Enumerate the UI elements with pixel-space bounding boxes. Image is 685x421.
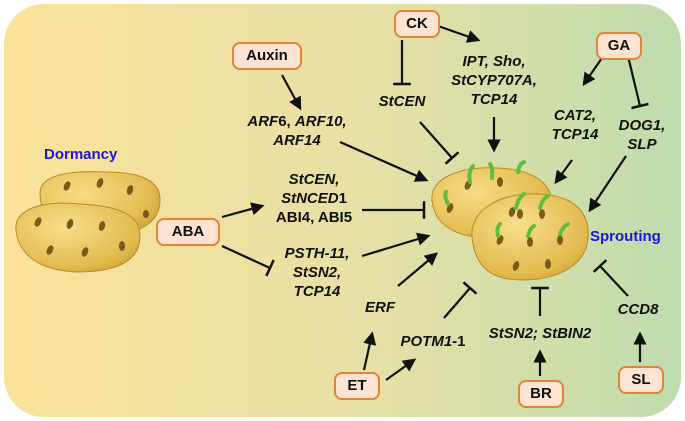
gene-stcyp707a: StCYP707A, (451, 72, 537, 89)
edge-erf-to-sprouting (397, 252, 439, 287)
edge-auxin-to-arf (281, 74, 302, 111)
pathway-edges (221, 24, 649, 381)
gene-dog1: DOG1, (618, 117, 666, 134)
edge-et-to-potm (385, 358, 417, 381)
gene-stnced-number: 1 (338, 190, 347, 207)
edge-aba-inhibits-psth (221, 245, 275, 277)
gene-group-ga-cat2: CAT2, TCP14 (542, 106, 608, 144)
gene-tcp14-ck: TCP14 (470, 91, 518, 108)
sprouting-potatoes-illustration (431, 160, 589, 281)
edge-dog1-to-sprouting (588, 155, 627, 213)
edge-aba-to-stcen-group (221, 202, 265, 219)
sprouting-label: Sprouting (590, 228, 661, 245)
edge-potm-inhibits-sprouting (443, 281, 478, 319)
edge-stcen-inhibits-sprouting (419, 121, 460, 165)
gene-abi4-abi5: ABI4, ABI5 (275, 209, 353, 226)
gene-stsn2-aba: StSN2, (292, 264, 342, 281)
gene-group-aba-inhibitors: StCEN, StNCED1 ABI4, ABI5 (266, 170, 362, 227)
edge-arf-to-sprouting (339, 140, 429, 182)
gene-potm1-suffix: -1 (452, 333, 466, 350)
dormant-potatoes-illustration (15, 171, 161, 273)
hormone-br: BR (518, 380, 564, 408)
background-panel (4, 4, 681, 417)
edge-et-to-erf (362, 331, 377, 371)
hormone-auxin: Auxin (232, 42, 302, 70)
gene-group-ga-dog1: DOG1, SLP (612, 116, 672, 154)
hormone-et: ET (334, 372, 380, 400)
gene-arf10: ARF10, (294, 113, 347, 130)
gene-psth11: PSTH-11, (284, 245, 350, 262)
edge-ga-to-cat2 (582, 54, 605, 87)
hormone-aba: ABA (156, 218, 220, 246)
gene-tcp14-ga: TCP14 (551, 126, 599, 143)
gene-potm1: POTM1-1 (392, 332, 474, 351)
gene-arf14: ARF14 (273, 132, 321, 149)
gene-ipt-sho: IPT, Sho, (462, 53, 526, 70)
gene-group-auxin: ARF6, ARF10, ARF14 (232, 112, 362, 150)
gene-ccd8: CCD8 (617, 301, 659, 318)
edge-ck-to-ipt (437, 24, 481, 43)
gene-stnced-name: StNCED (281, 190, 339, 207)
gene-group-ck-targets: IPT, Sho, StCYP707A, TCP14 (432, 52, 556, 109)
hormone-ck: CK (394, 10, 440, 38)
gene-erf: ERF (365, 299, 395, 316)
edge-cat2-to-sprouting (554, 159, 573, 185)
gene-arf6-number: 6, (278, 113, 295, 130)
hormone-sl: SL (618, 366, 664, 394)
gene-group-aba-activators: PSTH-11, StSN2, TCP14 (274, 244, 360, 301)
gene-stcen-ck: StCEN (378, 93, 426, 110)
edge-ga-inhibits-dog1 (626, 55, 649, 110)
gene-stcen-aba: StCEN, (288, 171, 340, 188)
edge-psth-to-sprouting (361, 232, 431, 258)
gene-tcp14-aba: TCP14 (293, 283, 341, 300)
edge-ccd8-inhibits-sprouting (592, 259, 629, 297)
dormancy-label: Dormancy (44, 146, 118, 163)
gene-stsn2-stbin2: StSN2; StBIN2 (488, 325, 592, 342)
gene-cat2: CAT2, (553, 107, 597, 124)
gene-potm1-name: POTM1 (400, 333, 453, 350)
hormone-ga: GA (596, 32, 642, 60)
gene-slp: SLP (627, 136, 657, 153)
gene-arf6-name: ARF (247, 113, 279, 130)
